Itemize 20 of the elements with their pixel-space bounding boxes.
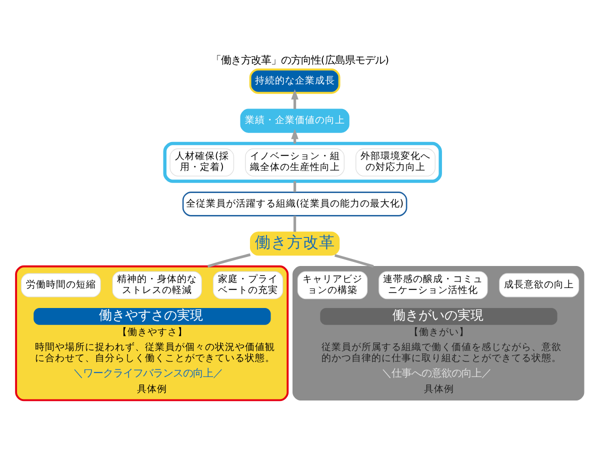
node-box: 全従業員が活躍する組織(従業員の能力の最大化) (182, 191, 408, 216)
connector (334, 254, 374, 268)
node-box: 外部環境変化への対応力向上 (356, 148, 436, 176)
cluster (163, 141, 442, 182)
node-box: 人材確保(採用・定着) (170, 148, 234, 176)
connector (294, 215, 296, 232)
connector (207, 252, 251, 268)
node-box: 持続的な企業成長 (249, 68, 340, 94)
node-box: 働き方改革 (250, 231, 340, 256)
node-box: 精神的・身体的なストレスの軽減 (112, 270, 202, 299)
node-box: 連帯感の醸成・コミュニケーション活性化 (378, 270, 488, 299)
connector (294, 180, 296, 192)
diagram-title: 「働き方改革」の方向性(広島県モデル) (210, 54, 390, 66)
node-box: キャリアビジョンの構築 (297, 270, 368, 299)
node-box: 家庭・プライベートの充実 (212, 270, 284, 299)
node-box: 業績・企業価値の向上 (240, 108, 350, 132)
node-box: イノベーション・組織全体の生産性向上 (245, 148, 344, 176)
node-box: 成長意欲の向上 (499, 272, 580, 297)
node-box: 労働時間の短縮 (20, 272, 101, 297)
arrow (291, 88, 298, 109)
